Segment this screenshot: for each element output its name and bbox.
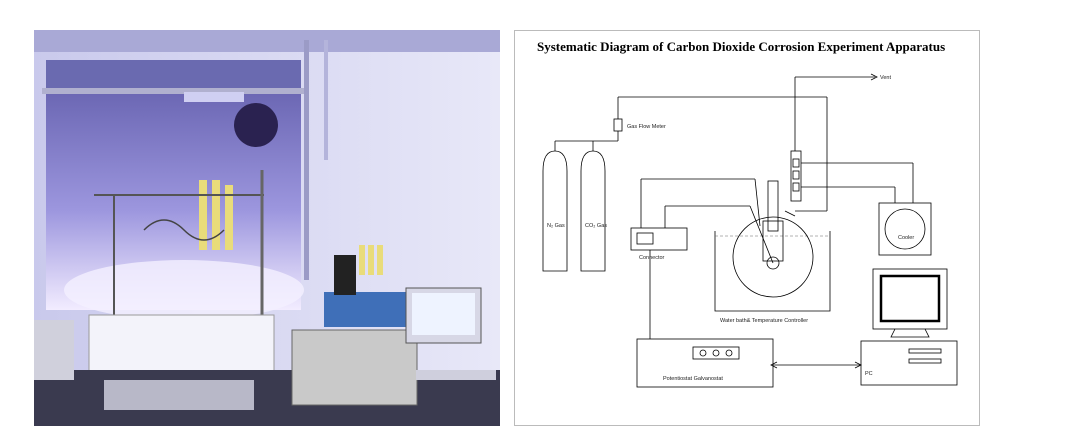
potentiostat-panel — [692, 346, 740, 360]
probe-line-2 — [754, 178, 761, 227]
water-bath-icon — [714, 231, 831, 312]
connector-box — [630, 227, 688, 251]
co2-cylinder-icon — [580, 150, 606, 272]
arrow-left-icon — [770, 361, 778, 369]
label-cooler: Cooler — [898, 235, 914, 241]
knob-icon — [725, 349, 733, 357]
connector-display-icon — [636, 232, 654, 245]
condenser-icon — [790, 150, 802, 202]
pc-drive-slot — [908, 348, 942, 354]
vent-arrow-icon — [870, 73, 878, 81]
lab-apparatus-photo — [34, 30, 500, 426]
condenser-port-3 — [792, 182, 800, 192]
working-electrode-icon — [766, 256, 780, 270]
cooler-dial-icon — [884, 208, 926, 250]
cooler-box — [878, 202, 932, 256]
label-pc: PC — [865, 371, 873, 377]
label-connector: Connector — [639, 255, 665, 261]
electrode-holder — [762, 220, 784, 262]
gas-inlet-tube — [784, 210, 796, 217]
knob-icon — [712, 349, 720, 357]
lab-photo-illustration — [34, 30, 500, 426]
label-potentiostat: Potentiostat Galvanostat — [663, 376, 723, 382]
knob-icon — [699, 349, 707, 357]
pc-tower-icon — [860, 340, 958, 386]
label-co2-gas: CO₂ Gas — [585, 223, 607, 229]
condenser-port-2 — [792, 170, 800, 180]
reactor-neck — [767, 180, 779, 232]
label-vent: Vent — [880, 75, 891, 81]
apparatus-diagram: Systematic Diagram of Carbon Dioxide Cor… — [514, 30, 980, 426]
label-water-bath: Water bath& Temperature Controller — [720, 318, 808, 324]
label-gas-flow-meter: Gas Flow Meter — [627, 124, 666, 130]
label-n2-gas: N₂ Gas — [547, 223, 565, 229]
diagram-canvas: Systematic Diagram of Carbon Dioxide Cor… — [537, 39, 958, 388]
reactor-vessel-icon — [732, 216, 814, 298]
n2-cylinder-icon — [542, 150, 568, 272]
pc-monitor-stand — [890, 328, 930, 338]
pc-drive-slot — [908, 358, 942, 364]
pc-monitor-icon — [872, 268, 948, 330]
probe-line — [749, 205, 774, 264]
pc-screen — [879, 274, 941, 323]
diagram-title: Systematic Diagram of Carbon Dioxide Cor… — [537, 39, 945, 54]
gas-flow-meter-icon — [613, 118, 623, 132]
condenser-port-1 — [792, 158, 800, 168]
potentiostat-box — [636, 338, 774, 388]
